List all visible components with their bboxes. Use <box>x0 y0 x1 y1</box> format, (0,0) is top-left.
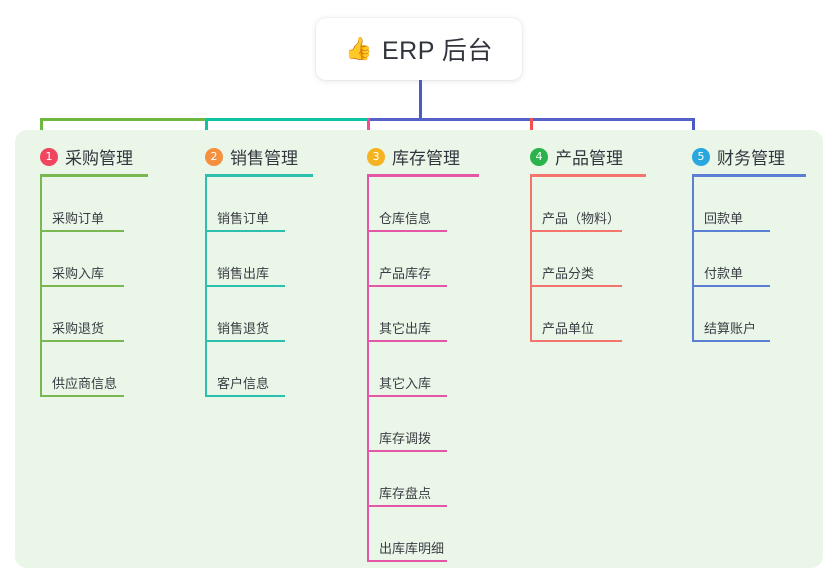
leaf-item[interactable]: 库存调拨 <box>367 414 447 452</box>
leaf-item[interactable]: 付款单 <box>692 249 770 287</box>
branch-column-2: 2 销售管理销售订单销售出库销售退货客户信息 <box>183 130 343 560</box>
leaf-underline <box>367 230 447 232</box>
leaf-underline <box>692 285 770 287</box>
leaf-underline <box>205 395 285 397</box>
leaf-item[interactable]: 结算账户 <box>692 304 770 342</box>
branch-header-1[interactable]: 1 采购管理 <box>40 144 133 169</box>
leaf-label: 采购入库 <box>52 266 105 281</box>
branch-number-badge: 4 <box>530 147 548 166</box>
leaf-item[interactable]: 仓库信息 <box>367 194 447 232</box>
leaf-item[interactable]: 回款单 <box>692 194 770 232</box>
branch-underline-2 <box>205 174 313 177</box>
leaf-item[interactable]: 产品分类 <box>530 249 622 287</box>
leaf-underline <box>367 285 447 287</box>
leaf-underline <box>205 285 285 287</box>
leaf-label: 仓库信息 <box>379 211 432 226</box>
branch-title: 销售管理 <box>230 149 298 168</box>
leaf-underline <box>692 230 770 232</box>
branch-number-badge: 3 <box>367 147 385 166</box>
branch-header-3[interactable]: 3 库存管理 <box>367 144 460 169</box>
branch-spine-4 <box>530 174 532 342</box>
branch-header-2[interactable]: 2 销售管理 <box>205 144 298 169</box>
root-title: 👍 ERP 后台 <box>345 31 493 67</box>
leaf-underline <box>530 340 622 342</box>
branch-column-1: 1 采购管理采购订单采购入库采购退货供应商信息 <box>18 130 178 560</box>
leaf-underline <box>367 450 447 452</box>
leaf-item[interactable]: 其它出库 <box>367 304 447 342</box>
leaf-underline <box>367 340 447 342</box>
leaf-underline <box>530 230 622 232</box>
leaf-item[interactable]: 客户信息 <box>205 359 285 397</box>
leaf-underline <box>40 395 124 397</box>
branch-title: 财务管理 <box>717 149 785 168</box>
leaf-label: 产品库存 <box>379 266 432 281</box>
leaf-underline <box>40 340 124 342</box>
branches-panel: 1 采购管理采购订单采购入库采购退货供应商信息 2 销售管理销售订单销售出库销售退货客… <box>15 130 823 568</box>
leaf-underline <box>205 230 285 232</box>
leaf-label: 结算账户 <box>704 321 757 336</box>
leaf-underline <box>692 340 770 342</box>
branch-column-3: 3 库存管理仓库信息产品库存其它出库其它入库库存调拨库存盘点出库库明细 <box>345 130 505 562</box>
leaf-item[interactable]: 采购入库 <box>40 249 124 287</box>
leaf-label: 库存盘点 <box>379 486 432 501</box>
branch-spine-5 <box>692 174 694 342</box>
thumbs-up-icon: 👍 <box>345 36 373 61</box>
branch-header-4[interactable]: 4 产品管理 <box>530 144 623 169</box>
branch-title: 产品管理 <box>555 149 623 168</box>
leaf-item[interactable]: 库存盘点 <box>367 469 447 507</box>
leaf-label: 其它出库 <box>379 321 432 336</box>
leaf-label: 销售退货 <box>217 321 270 336</box>
leaf-item[interactable]: 出库库明细 <box>367 524 447 562</box>
leaf-label: 产品单位 <box>542 321 595 336</box>
branch-underline-1 <box>40 174 148 177</box>
leaf-label: 客户信息 <box>217 376 270 391</box>
leaf-item[interactable]: 产品库存 <box>367 249 447 287</box>
branch-column-4: 4 产品管理产品（物料） 产品分类产品单位 <box>508 130 668 560</box>
branch-spine-3 <box>367 174 369 562</box>
leaf-underline <box>40 230 124 232</box>
leaf-label: 付款单 <box>704 266 744 281</box>
leaf-underline <box>367 395 447 397</box>
branch-number-badge: 2 <box>205 147 223 166</box>
branch-header-5[interactable]: 5 财务管理 <box>692 144 785 169</box>
bus-teal <box>205 118 369 121</box>
root-stem <box>419 80 422 121</box>
leaf-item[interactable]: 采购退货 <box>40 304 124 342</box>
leaf-label: 产品（物料） <box>542 211 621 226</box>
leaf-label: 销售出库 <box>217 266 270 281</box>
branch-column-5: 5 财务管理回款单付款单结算账户 <box>670 130 830 560</box>
leaf-underline <box>530 285 622 287</box>
leaf-label: 出库库明细 <box>379 541 445 556</box>
leaf-item[interactable]: 产品单位 <box>530 304 622 342</box>
leaf-label: 回款单 <box>704 211 744 226</box>
leaf-underline <box>367 505 447 507</box>
bus-green <box>40 118 207 121</box>
root-label: ERP 后台 <box>382 37 493 65</box>
leaf-label: 采购退货 <box>52 321 105 336</box>
branch-number-badge: 5 <box>692 147 710 166</box>
branch-underline-5 <box>692 174 806 177</box>
leaf-label: 其它入库 <box>379 376 432 391</box>
branch-underline-3 <box>367 174 479 177</box>
leaf-underline <box>205 340 285 342</box>
leaf-label: 库存调拨 <box>379 431 432 446</box>
leaf-label: 产品分类 <box>542 266 595 281</box>
root-node[interactable]: 👍 ERP 后台 <box>316 18 522 80</box>
leaf-underline <box>40 285 124 287</box>
leaf-item[interactable]: 供应商信息 <box>40 359 124 397</box>
branch-number-badge: 1 <box>40 147 58 166</box>
leaf-item[interactable]: 采购订单 <box>40 194 124 232</box>
leaf-item[interactable]: 其它入库 <box>367 359 447 397</box>
leaf-label: 采购订单 <box>52 211 105 226</box>
leaf-label: 销售订单 <box>217 211 270 226</box>
leaf-item[interactable]: 销售出库 <box>205 249 285 287</box>
branch-underline-4 <box>530 174 646 177</box>
leaf-item[interactable]: 销售退货 <box>205 304 285 342</box>
leaf-item[interactable]: 产品（物料） <box>530 194 622 232</box>
branch-title: 采购管理 <box>65 149 133 168</box>
branch-title: 库存管理 <box>392 149 460 168</box>
leaf-item[interactable]: 销售订单 <box>205 194 285 232</box>
leaf-underline <box>367 560 447 562</box>
leaf-label: 供应商信息 <box>52 376 118 391</box>
